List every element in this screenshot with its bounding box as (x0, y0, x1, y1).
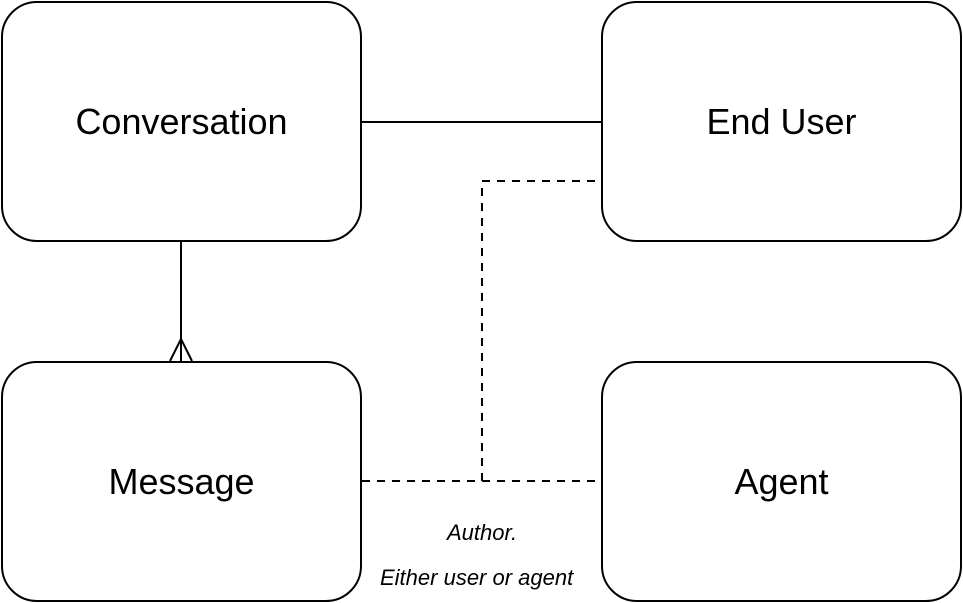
entity-label: Agent (734, 460, 829, 502)
author-note-line-1: Author. (447, 520, 518, 545)
entity-label: Conversation (75, 100, 288, 142)
entity-conversation[interactable]: Conversation (1, 1, 362, 242)
entity-end-user[interactable]: End User (601, 1, 962, 242)
author-note-line-2: Either user or agent (380, 565, 574, 590)
entity-agent[interactable]: Agent (601, 361, 962, 602)
entity-label: End User (706, 100, 857, 142)
entity-message[interactable]: Message (1, 361, 362, 602)
author-enduser-dashed-line (481, 180, 601, 481)
crows-foot-icon (169, 336, 193, 362)
entity-label: Message (108, 460, 255, 502)
